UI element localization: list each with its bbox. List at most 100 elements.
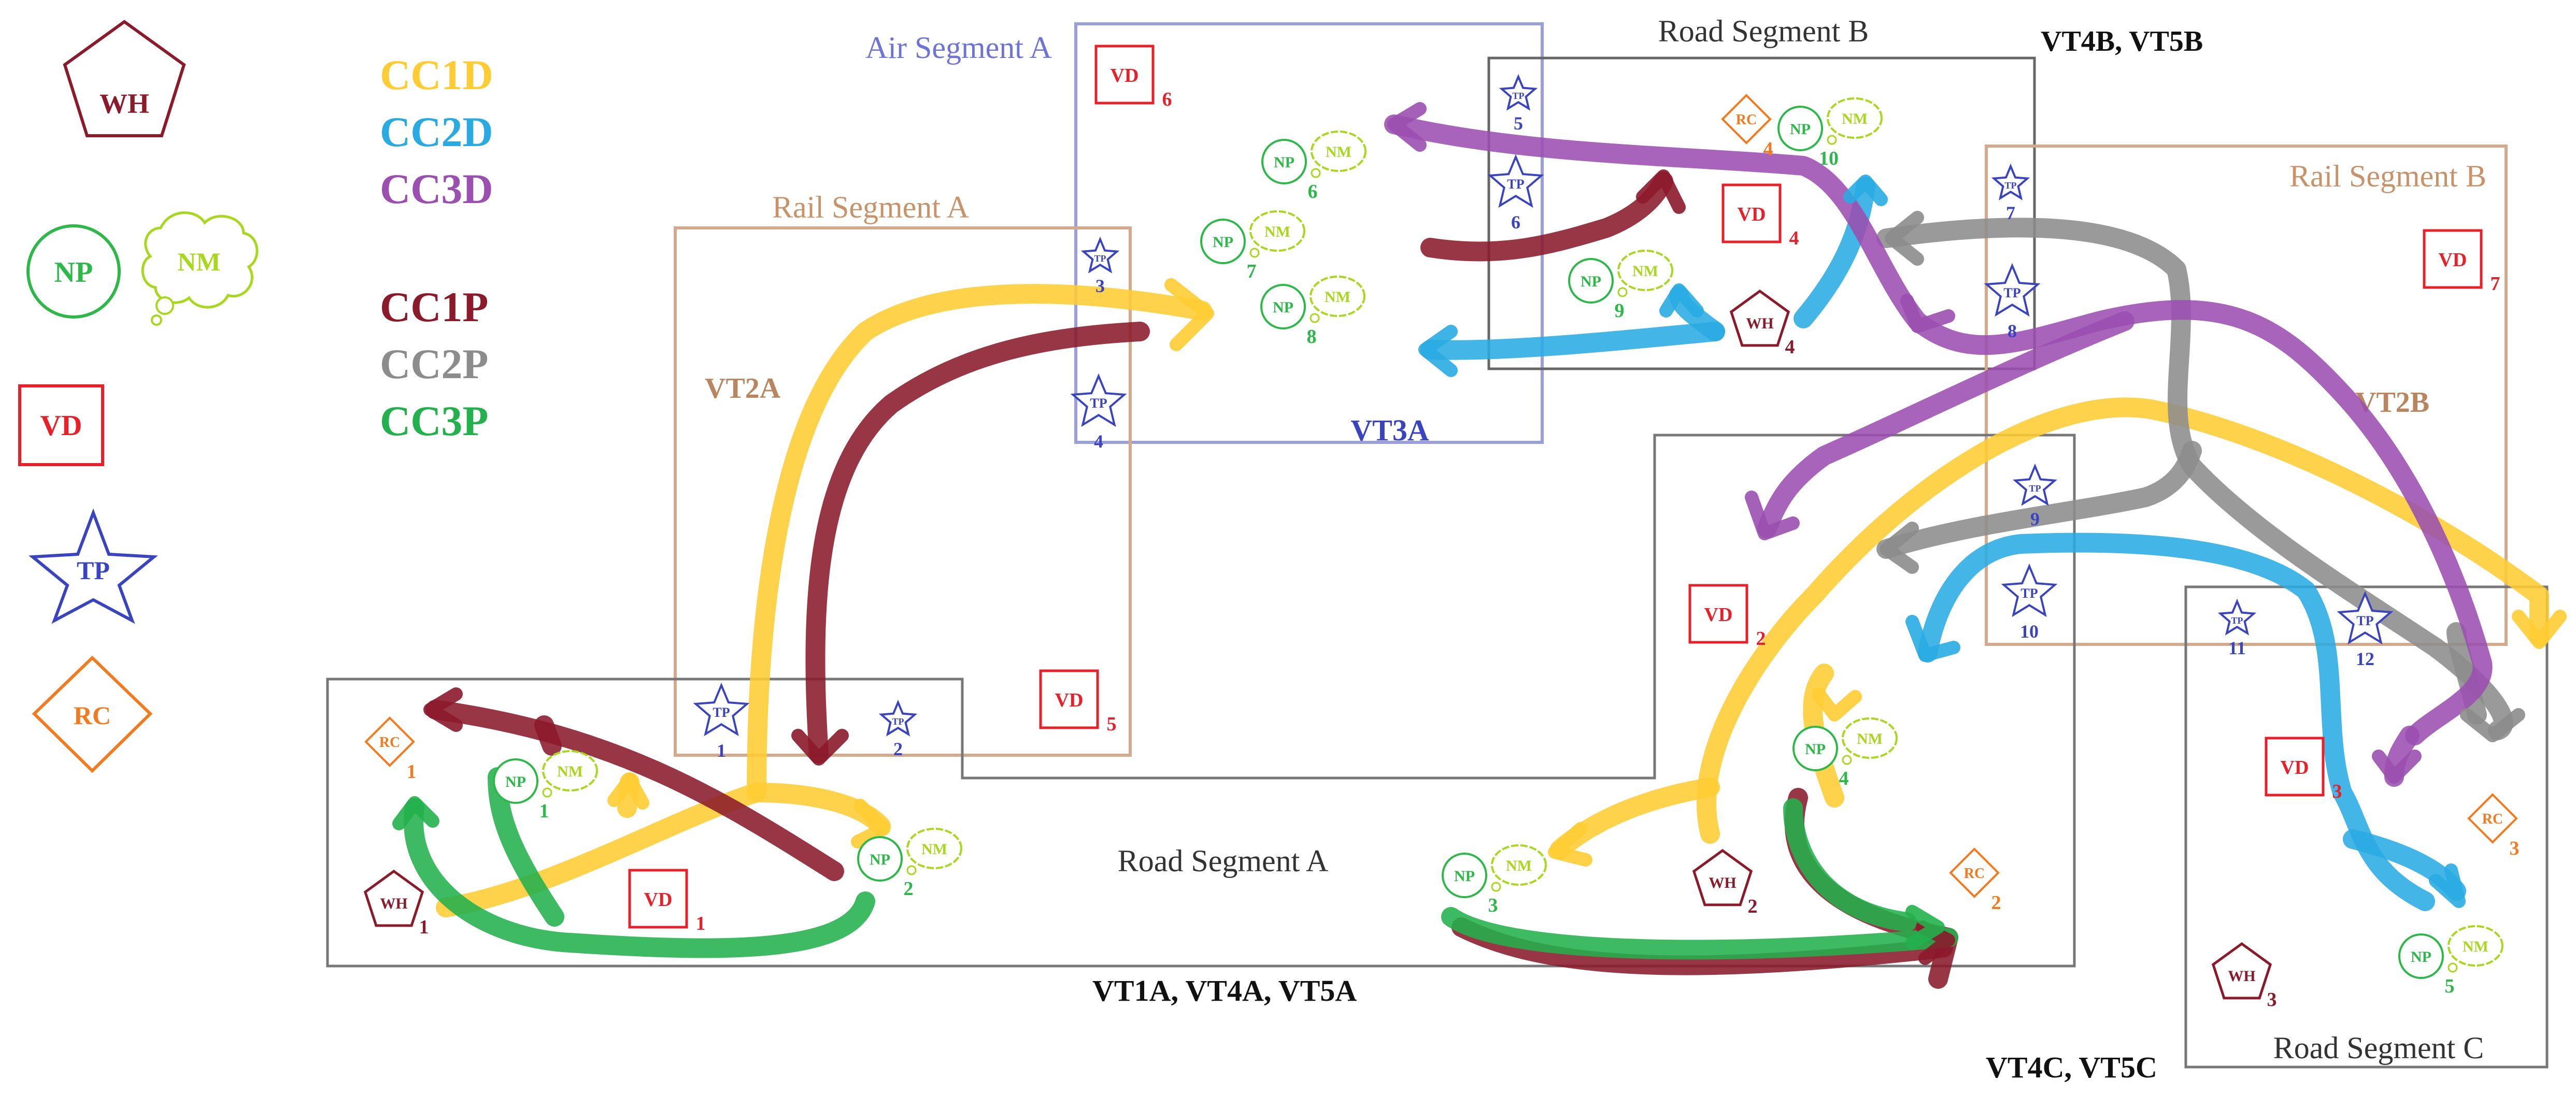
legend-transfer-point-label: TP: [77, 556, 110, 585]
node-marker-icon-tail-1: [155, 296, 174, 315]
node-point-label: NP: [2411, 948, 2431, 966]
relay-center-icon: [1949, 847, 2000, 898]
transfer-point-label: TP: [1507, 177, 1524, 192]
route-cc1d-6: [1550, 777, 1720, 859]
warehouse-number: 2: [1748, 896, 1758, 917]
transfer-point-5: TP5: [1499, 74, 1538, 134]
transfer-point-label: TP: [2003, 285, 2020, 300]
node-point-label: NP: [1273, 299, 1293, 316]
warehouse-icon: [1729, 289, 1790, 347]
arrowhead-cc1d-air: [1164, 278, 1214, 351]
node-point-label: NP: [1274, 154, 1294, 171]
road-segment-c-label: Road Segment C: [2273, 1031, 2484, 1065]
transfer-point-label: TP: [1512, 91, 1524, 101]
vehicle-depot-1: VD1: [628, 869, 706, 934]
vehicle-depot-icon: [18, 384, 104, 466]
legend-warehouse: WH: [63, 20, 186, 137]
arrowhead-cc1d-np2: [851, 799, 890, 848]
legend-cc1p: CC1P: [380, 283, 489, 330]
relay-center-icon: [364, 716, 415, 767]
arrowhead-cc2p-seg-c: [2460, 708, 2525, 742]
node-marker-tail: [1617, 287, 1628, 297]
transfer-point-label: TP: [1094, 253, 1106, 264]
node-marker-icon: [1311, 131, 1367, 172]
legend-relay-center-label: RC: [74, 701, 111, 730]
transfer-point-6: TP6: [1487, 154, 1544, 233]
warehouse-number: 4: [1785, 336, 1795, 358]
transfer-point-label: TP: [2020, 586, 2038, 601]
transfer-point-number: 3: [1095, 276, 1105, 296]
relay-center-4: RC4: [1721, 94, 1773, 160]
route-arrowheads: [392, 102, 2567, 965]
legend-cc3d: CC3D: [380, 165, 493, 212]
node-marker-label: NM: [1326, 143, 1351, 161]
relay-center-label: RC: [1736, 112, 1757, 128]
transfer-point-number: 10: [2020, 621, 2039, 642]
legend-transfer-point: TP: [29, 508, 158, 624]
route-cc2d-1: [1420, 322, 1725, 360]
node-marker-label: NM: [1857, 730, 1883, 747]
node-marker-label: NM: [1264, 223, 1290, 240]
arrowhead-cc2d-np5: [2429, 863, 2466, 908]
vt3a-label: VT3A: [1350, 413, 1429, 447]
vehicle-depot-6: VD6: [1094, 45, 1172, 110]
legend-node-marker: NM: [141, 211, 259, 326]
vehicle-depot-5: VD5: [1039, 669, 1117, 735]
node-marker-4: NM: [1842, 717, 1898, 765]
node-marker-tail: [1842, 755, 1852, 765]
transfer-point-icon: [878, 699, 918, 737]
node-point-icon: [1442, 853, 1487, 898]
arrowhead-cc1d-np4: [1812, 687, 1862, 722]
legend-node-point-label: NP: [54, 256, 93, 289]
vehicle-depot-number: 3: [2332, 781, 2342, 802]
transfer-point-icon: [2337, 590, 2394, 645]
rail-segment-b-label: Rail Segment B: [2289, 159, 2486, 193]
warehouse-2: WH2: [1692, 848, 1758, 917]
node-marker-7: NM: [1249, 210, 1305, 258]
node-marker-tail: [1827, 135, 1837, 145]
transfer-point-icon: [693, 682, 750, 737]
transfer-point-7: TP7: [1991, 163, 2030, 223]
node-marker-icon: [2447, 925, 2503, 967]
route-cc3p-3: [1441, 907, 1958, 960]
vehicle-depot-3: VD3: [2265, 737, 2342, 802]
arrowhead-cc3p-wh1: [392, 796, 439, 830]
route-cc1d-4: [1697, 397, 2549, 844]
transfer-point-label: TP: [892, 716, 904, 727]
node-marker-5: NM: [2447, 925, 2503, 973]
arrowhead-cc2d-np9: [1659, 283, 1704, 318]
node-marker-label: NM: [1325, 289, 1350, 306]
node-marker-9: NM: [1617, 250, 1673, 297]
transfer-point-number: 9: [2030, 509, 2040, 529]
node-marker-icon: [542, 750, 598, 791]
vehicle-depot-number: 7: [2490, 273, 2500, 295]
transfer-point-number: 2: [893, 739, 903, 759]
node-point-icon: [1260, 284, 1306, 329]
arrowhead-cc1p-road-b: [1636, 169, 1686, 214]
node-point-label: NP: [1790, 121, 1811, 138]
vehicle-depot-number: 5: [1107, 713, 1117, 735]
vehicle-depot-4: VD4: [1721, 183, 1799, 249]
node-point-number: 3: [1488, 895, 1498, 916]
relay-center-2: RC2: [1949, 847, 2001, 914]
node-point-number: 1: [539, 800, 549, 822]
arrowhead-cc2d-np10: [1843, 175, 1888, 206]
node-point-icon: [857, 836, 903, 882]
transfer-point-icon: [1991, 163, 2030, 200]
transfer-point-number: 8: [2008, 321, 2017, 341]
route-cc2p-2: [1876, 441, 2202, 559]
transfer-point-icon: [1080, 236, 1120, 273]
node-point-number: 5: [2445, 975, 2455, 997]
node-point-label: NP: [1213, 234, 1233, 251]
node-point-icon: [1792, 726, 1838, 771]
relay-center-label: RC: [1964, 866, 1985, 882]
arrowhead-cc3d-tp8: [1900, 294, 1955, 333]
transfer-point-1: TP1: [693, 682, 750, 761]
warehouse-icon: [2211, 942, 2272, 1000]
node-point-label: NP: [1454, 868, 1475, 885]
